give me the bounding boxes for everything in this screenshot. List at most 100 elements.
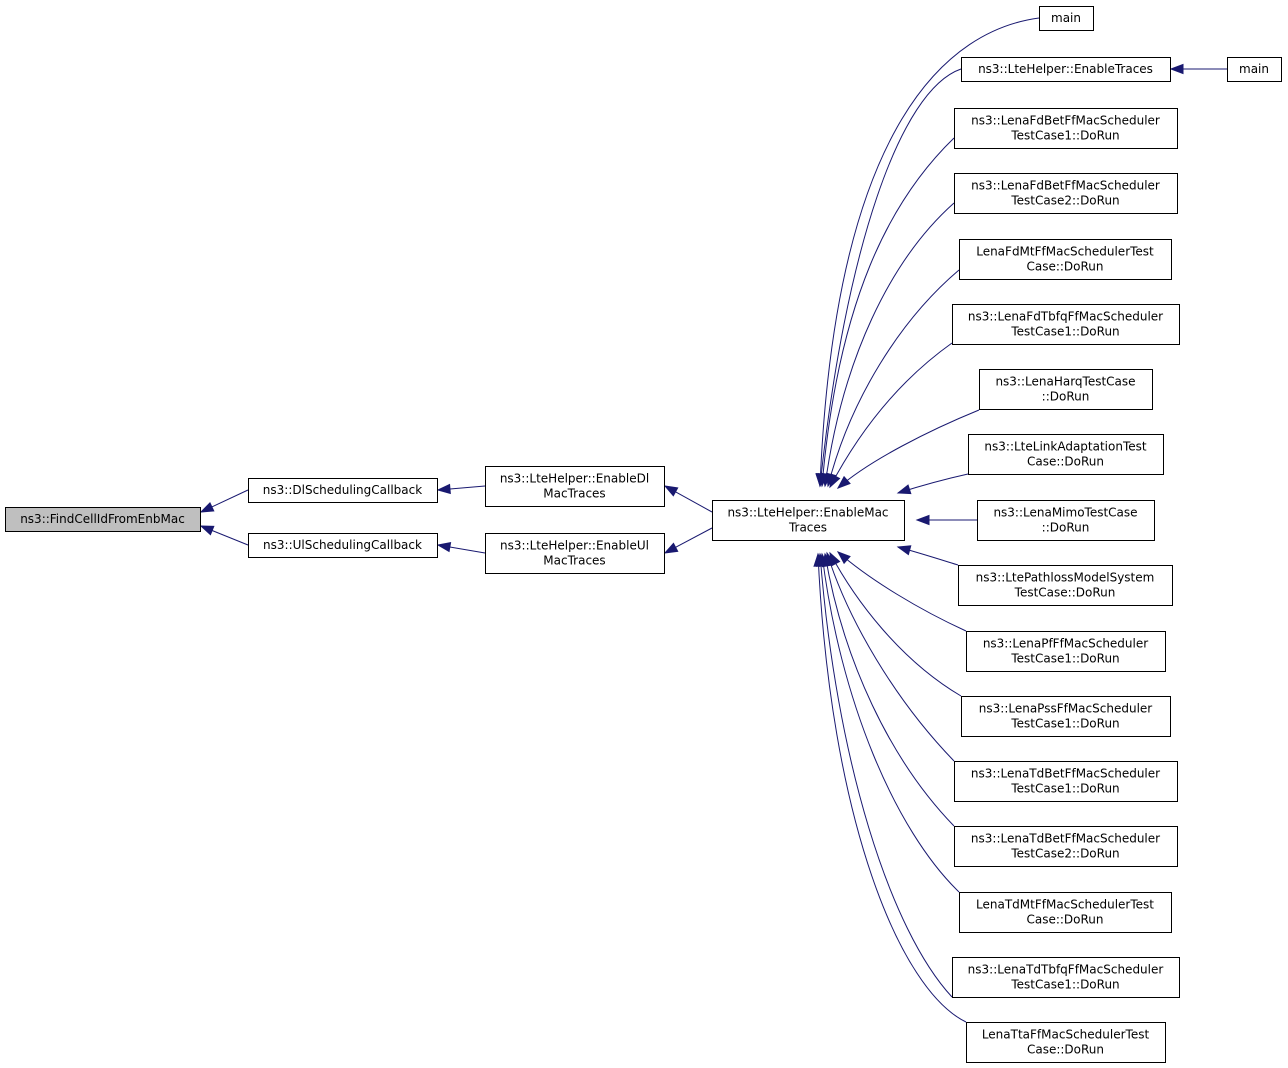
node-label: ns3::LenaMimoTestCase — [993, 506, 1137, 520]
edge-line — [827, 269, 960, 487]
edge-enablemac-to-enabledl — [663, 485, 713, 513]
node-label: TestCase1::DoRun — [1010, 717, 1119, 731]
node-box — [485, 466, 665, 507]
edge-tdtbfq-to-enablemac — [815, 552, 953, 998]
edge-ulsched-to-find — [199, 525, 249, 546]
node-box — [959, 239, 1172, 280]
node-label: TestCase1::DoRun — [1010, 652, 1119, 666]
edge-tta-to-enablemac — [813, 552, 967, 1023]
node-box — [958, 565, 1173, 606]
edge-arrowhead — [663, 542, 679, 554]
node-label: LenaTtaFfMacSchedulerTest — [982, 1028, 1150, 1042]
edge-line — [837, 409, 980, 489]
node-enabletraces[interactable]: ns3::LteHelper::EnableTraces — [961, 57, 1171, 82]
node-label: main — [1051, 11, 1081, 25]
edge-line — [449, 485, 486, 490]
edge-linkadapt-to-enablemac — [896, 473, 969, 495]
node-label: TestCase2::DoRun — [1010, 194, 1119, 208]
node-box — [954, 826, 1178, 867]
edge-main2-to-enabletraces — [1169, 63, 1227, 75]
node-label: ns3::LteHelper::EnableTraces — [978, 62, 1153, 76]
node-label: Case::DoRun — [1027, 455, 1104, 469]
edge-arrowhead — [836, 475, 851, 489]
node-label: ns3::LteHelper::EnableMac — [727, 506, 888, 520]
node-box — [248, 478, 438, 503]
edge-arrowhead — [663, 485, 679, 497]
edge-pss-to-enablemac — [829, 551, 962, 697]
node-box — [952, 957, 1180, 998]
nodes-layer: ns3::FindCellIdFromEnbMacns3::DlScheduli… — [5, 6, 1282, 1063]
node-box — [954, 761, 1178, 802]
node-label: ns3::LenaTdBetFfMacScheduler — [971, 767, 1160, 781]
node-label: ::DoRun — [1042, 521, 1090, 535]
edge-fdbet1-to-enablemac — [817, 137, 955, 488]
node-harq[interactable]: ns3::LenaHarqTestCase::DoRun — [979, 369, 1153, 410]
edge-line — [824, 553, 955, 827]
node-label: TestCase1::DoRun — [1010, 129, 1119, 143]
node-tdbet1[interactable]: ns3::LenaTdBetFfMacSchedulerTestCase1::D… — [954, 761, 1178, 802]
node-label: MacTraces — [543, 487, 605, 501]
node-label: LenaFdMtFfMacSchedulerTest — [976, 245, 1154, 259]
node-label: ::DoRun — [1042, 390, 1090, 404]
edge-line — [819, 68, 962, 487]
edge-line — [675, 527, 713, 548]
node-box — [1227, 57, 1282, 82]
edge-arrowhead — [1169, 63, 1184, 75]
node-mimo[interactable]: ns3::LenaMimoTestCase::DoRun — [977, 500, 1155, 541]
node-pss[interactable]: ns3::LenaPssFfMacSchedulerTestCase1::DoR… — [961, 696, 1171, 737]
node-tdtbfq[interactable]: ns3::LenaTdTbfqFfMacSchedulerTestCase1::… — [952, 957, 1180, 998]
node-label: ns3::LteLinkAdaptationTest — [984, 440, 1146, 454]
node-box — [954, 108, 1178, 149]
node-pathloss[interactable]: ns3::LtePathlossModelSystemTestCase::DoR… — [958, 565, 1173, 606]
node-box — [248, 533, 438, 558]
node-tdbet2[interactable]: ns3::LenaTdBetFfMacSchedulerTestCase2::D… — [954, 826, 1178, 867]
edge-line — [829, 552, 962, 697]
node-main2[interactable]: main — [1227, 57, 1282, 82]
edge-arrowhead — [436, 483, 451, 495]
node-label: ns3::LteHelper::EnableDl — [500, 472, 649, 486]
edge-line — [817, 553, 967, 1023]
node-box — [954, 173, 1178, 214]
edge-line — [675, 491, 713, 513]
node-box — [977, 500, 1155, 541]
edge-line — [211, 489, 249, 508]
edge-fdbet2-to-enablemac — [821, 202, 955, 488]
node-box — [1039, 6, 1094, 31]
node-dlsched[interactable]: ns3::DlSchedulingCallback — [248, 478, 438, 503]
node-fdbet1[interactable]: ns3::LenaFdBetFfMacSchedulerTestCase1::D… — [954, 108, 1178, 149]
edge-arrowhead — [915, 514, 930, 526]
edge-line — [821, 137, 955, 487]
node-box — [961, 696, 1171, 737]
edge-line — [821, 553, 960, 893]
edge-line — [829, 342, 953, 488]
edge-line — [819, 17, 1040, 487]
node-main1[interactable]: main — [1039, 6, 1094, 31]
edge-line — [819, 553, 953, 998]
node-box — [961, 57, 1171, 82]
node-label: MacTraces — [543, 554, 605, 568]
edge-arrowhead — [836, 551, 851, 565]
node-label: TestCase1::DoRun — [1010, 782, 1119, 796]
node-label: ns3::UlSchedulingCallback — [263, 538, 422, 552]
edge-enablemac-to-enableul — [663, 527, 713, 554]
node-label: LenaTdMtFfMacSchedulerTest — [976, 898, 1154, 912]
node-ulsched[interactable]: ns3::UlSchedulingCallback — [248, 533, 438, 558]
edge-tdbet1-to-enablemac — [825, 551, 955, 762]
edge-pf-to-enablemac — [836, 551, 967, 632]
node-fdtbfq[interactable]: ns3::LenaFdTbfqFfMacSchedulerTestCase1::… — [952, 304, 1180, 345]
node-box — [966, 631, 1166, 672]
edge-fdtbfq-to-enablemac — [829, 342, 953, 489]
node-pf[interactable]: ns3::LenaPfFfMacSchedulerTestCase1::DoRu… — [966, 631, 1166, 672]
edge-arrowhead — [199, 501, 215, 513]
node-box — [952, 304, 1180, 345]
node-fdbet2[interactable]: ns3::LenaFdBetFfMacSchedulerTestCase2::D… — [954, 173, 1178, 214]
node-box — [979, 369, 1153, 410]
